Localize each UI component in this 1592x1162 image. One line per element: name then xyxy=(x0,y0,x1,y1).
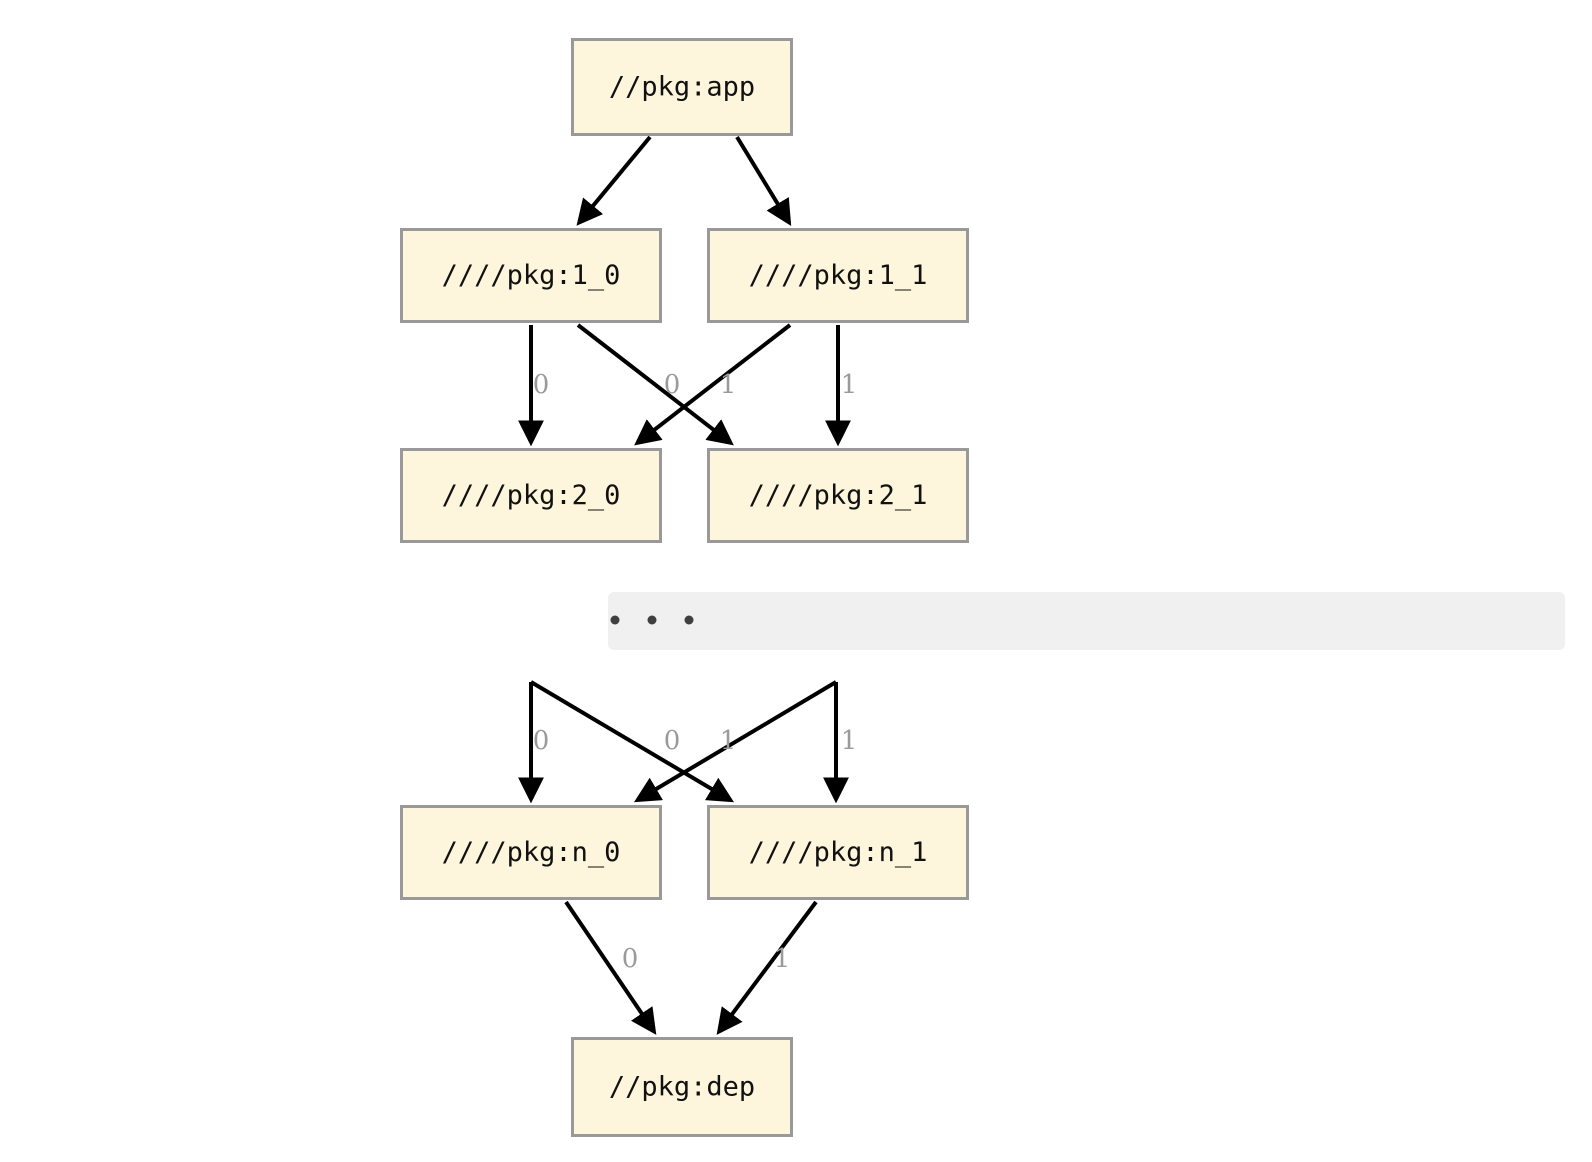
edge-label: 1 xyxy=(774,944,791,974)
node-label: ////pkg:n_1 xyxy=(749,837,928,868)
node-box[interactable] xyxy=(400,228,662,323)
edge-line xyxy=(576,135,652,226)
graph-edge xyxy=(564,900,657,1035)
graph-node-app[interactable]: //pkg:app xyxy=(571,38,793,136)
graph-edge xyxy=(735,135,792,226)
node-box[interactable] xyxy=(707,805,969,900)
edge-line xyxy=(634,323,792,446)
graph-edge xyxy=(634,323,792,446)
edges-layer xyxy=(518,135,851,1035)
graph-edge xyxy=(576,323,734,446)
node-box[interactable] xyxy=(707,228,969,323)
edge-label: 0 xyxy=(664,370,681,400)
node-box[interactable] xyxy=(571,1037,793,1137)
edge-line xyxy=(529,680,735,803)
edge-labels-layer: 0 0 1 1 0 0 1 1 0 1 xyxy=(533,370,858,974)
edge-line xyxy=(576,323,734,446)
ellipsis-dot xyxy=(610,615,620,625)
edge-label: 1 xyxy=(720,370,737,400)
nodes-layer: //pkg:app ////pkg:1_0 ////pkg:1_1 ////pkg:2… xyxy=(400,38,969,1137)
edge-label: 0 xyxy=(533,726,550,756)
edge-line xyxy=(564,900,657,1035)
graph-node-n1_0[interactable]: ////pkg:1_0 xyxy=(400,228,662,323)
graph-edge xyxy=(716,900,818,1035)
graph-edge xyxy=(576,135,652,226)
graph-node-n2_1[interactable]: ////pkg:2_1 xyxy=(707,448,969,543)
edge-label: 0 xyxy=(533,370,550,400)
edge-line xyxy=(716,900,818,1035)
node-label: ////pkg:1_1 xyxy=(749,260,928,291)
edge-line xyxy=(633,680,838,803)
node-box[interactable] xyxy=(400,448,662,543)
node-box[interactable] xyxy=(571,38,793,136)
node-label: ////pkg:2_1 xyxy=(749,480,928,511)
graph-node-dep[interactable]: //pkg:dep xyxy=(571,1037,793,1137)
graph-edge xyxy=(633,680,838,803)
node-box[interactable] xyxy=(707,448,969,543)
graph-node-nn_0[interactable]: ////pkg:n_0 xyxy=(400,805,662,900)
graph-node-n1_1[interactable]: ////pkg:1_1 xyxy=(707,228,969,323)
graph-node-nn_1[interactable]: ////pkg:n_1 xyxy=(707,805,969,900)
ellipsis-dot xyxy=(647,615,657,625)
edge-line xyxy=(735,135,792,226)
ellipsis-row xyxy=(608,592,1565,650)
node-label: ////pkg:n_0 xyxy=(442,837,621,868)
ellipsis-dot xyxy=(684,615,694,625)
edge-label: 1 xyxy=(841,370,858,400)
graph-edge xyxy=(529,680,735,803)
node-label: //pkg:dep xyxy=(609,1072,755,1103)
graph-node-n2_0[interactable]: ////pkg:2_0 xyxy=(400,448,662,543)
node-box[interactable] xyxy=(400,805,662,900)
ellipsis-band xyxy=(608,592,1565,650)
edge-label: 0 xyxy=(664,726,681,756)
node-label: //pkg:app xyxy=(609,72,755,103)
node-label: ////pkg:2_0 xyxy=(442,480,621,511)
edge-label: 0 xyxy=(622,944,639,974)
edge-label: 1 xyxy=(720,726,737,756)
node-label: ////pkg:1_0 xyxy=(442,260,621,291)
edge-label: 1 xyxy=(841,726,858,756)
